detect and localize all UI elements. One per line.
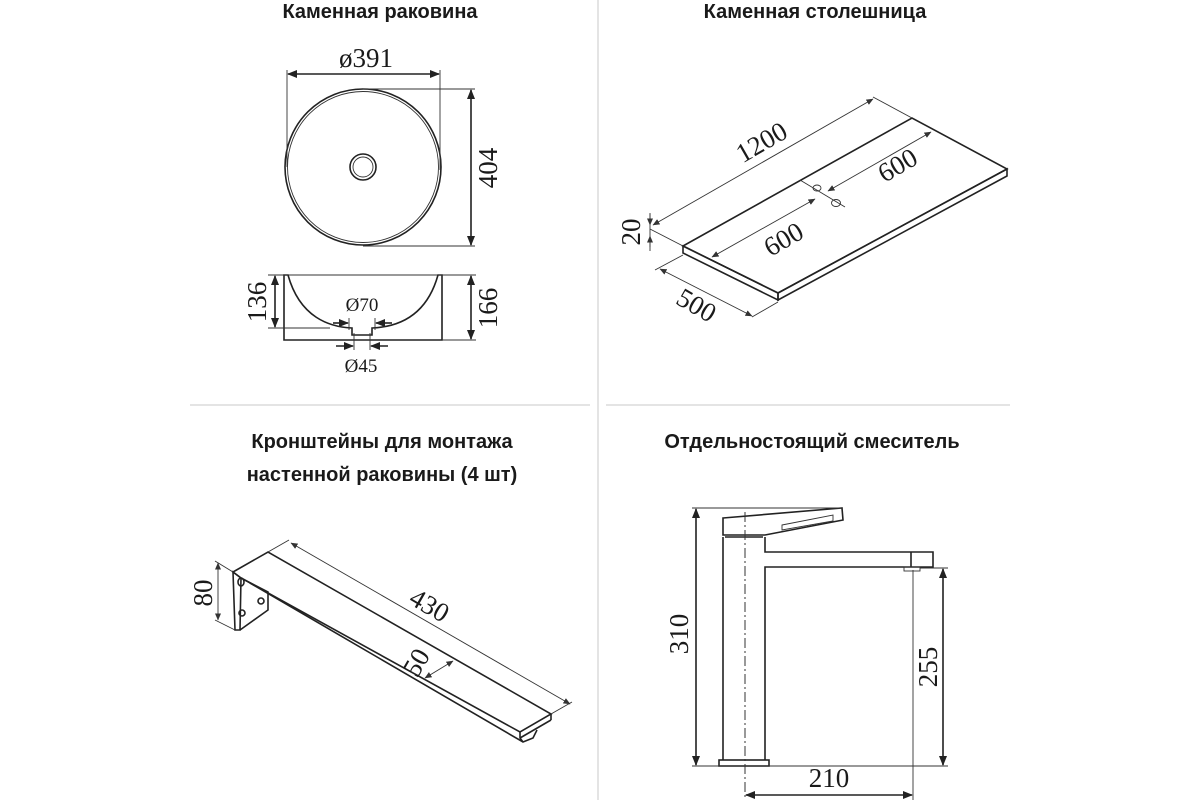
bracket-width-label: 50 <box>396 643 435 681</box>
sink-depth-label: 404 <box>473 147 503 188</box>
brackets-title-line2: настенной раковины (4 шт) <box>247 464 518 486</box>
countertop-width-label: 500 <box>671 282 721 328</box>
sink-top-view <box>284 70 475 247</box>
countertop-title: Каменная столешница <box>704 1 928 23</box>
sink-bowl-depth-label: 136 <box>242 282 272 323</box>
bracket-height-label: 80 <box>188 580 218 607</box>
countertop-right-half-label: 600 <box>872 142 922 188</box>
countertop-thickness-label: 20 <box>616 219 646 246</box>
countertop-drawing <box>647 96 1009 318</box>
faucet-drawing <box>692 507 948 800</box>
countertop-panel: Каменная столешница 1200 600 600 20 500 <box>616 1 1009 328</box>
sink-diameter-label: ø391 <box>339 43 393 73</box>
faucet-panel: Отдельностоящий смеситель 310 255 210 <box>664 431 960 800</box>
brackets-panel: Кронштейны для монтажа настенной раковин… <box>188 431 573 743</box>
drain-bottom-label: Ø45 <box>345 356 378 377</box>
faucet-reach-label: 210 <box>809 763 850 793</box>
faucet-spout-height-label: 255 <box>913 647 943 688</box>
countertop-length-label: 1200 <box>731 116 793 169</box>
sink-height-label: 166 <box>473 288 503 329</box>
countertop-left-half-label: 600 <box>758 216 808 262</box>
sink-panel: Каменная раковина ø391 404 <box>242 1 503 377</box>
brackets-title-line1: Кронштейны для монтажа <box>251 431 513 453</box>
faucet-title: Отдельностоящий смеситель <box>664 431 959 453</box>
drain-top-label: Ø70 <box>346 295 379 316</box>
sink-title: Каменная раковина <box>282 1 478 23</box>
faucet-height-label: 310 <box>664 614 694 655</box>
bracket-length-label: 430 <box>404 582 454 628</box>
bracket-drawing <box>214 539 573 743</box>
sink-section-view <box>268 274 476 350</box>
